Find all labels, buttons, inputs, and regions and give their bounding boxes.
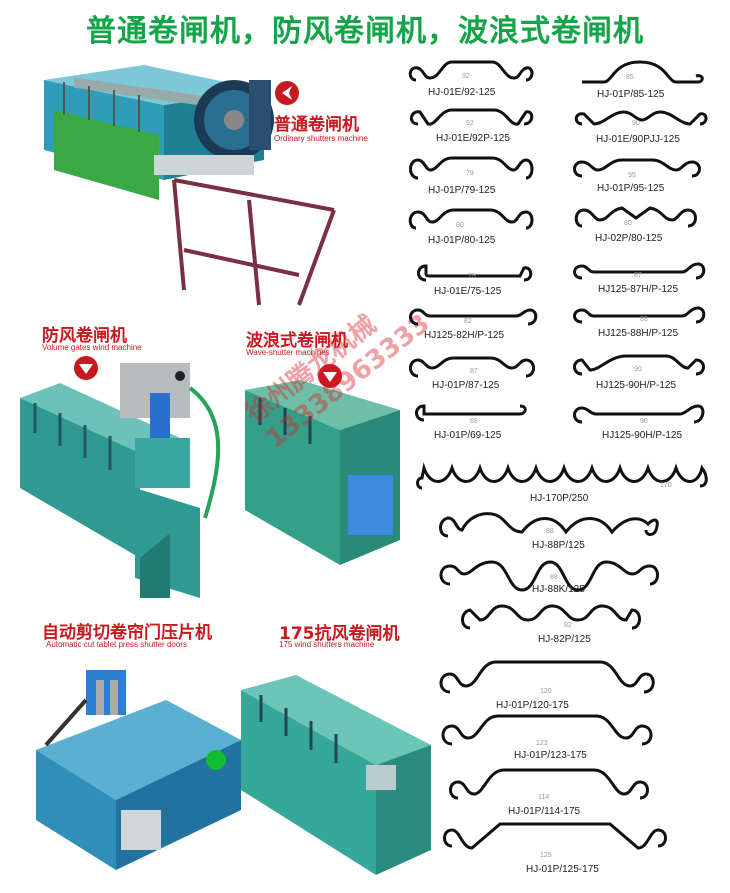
profile-dim: 170 <box>660 482 672 489</box>
automatic-cut-press-machine-photo <box>36 670 241 870</box>
profile-label: HJ-88K/125 <box>532 584 585 595</box>
profile-shape <box>410 108 534 126</box>
profile-dim: 90 <box>640 418 648 425</box>
profile-label: HJ-01P/80-125 <box>428 235 496 246</box>
profile-label: HJ-01P/123-175 <box>514 750 587 761</box>
profile-label: HJ125-90H/P-125 <box>596 380 677 391</box>
profile-label: HJ125-88H/P-125 <box>598 328 679 339</box>
profile-shape <box>416 462 708 490</box>
profile-dim: 80 <box>456 222 464 229</box>
profile-dim: 82 <box>564 622 572 629</box>
profile-shape <box>417 264 533 282</box>
profile-shape <box>461 604 641 630</box>
profile-label: HJ125-90H/P-125 <box>602 430 683 441</box>
red-arrow-down-icon <box>318 364 342 388</box>
machine-title-wind: 防风卷闸机 <box>42 326 127 346</box>
machine-title-ordinary: 普通卷闸机 <box>274 115 359 135</box>
profile-shape <box>582 60 704 84</box>
profile-label: HJ-01E/92P-125 <box>436 133 510 144</box>
profile-shape <box>574 110 708 126</box>
profile-shape <box>409 356 535 378</box>
profile-dim: 85 <box>626 74 634 81</box>
profile-dim: 120 <box>540 688 552 695</box>
profile-label: HJ125-87H/P-125 <box>598 284 679 295</box>
wind-shutter-machine-photo <box>20 363 221 598</box>
profile-label: HJ-01P/69-125 <box>434 430 502 441</box>
wind-175-machine-photo <box>241 675 431 875</box>
red-arrow-down-icon <box>74 356 98 380</box>
profile-dim: 114 <box>538 794 550 801</box>
profile-label: HJ-170P/250 <box>530 493 589 504</box>
profile-dim: 92 <box>462 73 470 80</box>
page-title: 普通卷闸机，防风卷闸机，波浪式卷闸机 <box>86 14 644 49</box>
profile-shape <box>443 822 667 850</box>
machine-subtitle-175: 175 wind shutters machine <box>279 640 375 649</box>
profile-dim: 95 <box>628 172 636 179</box>
profile-label: HJ-01E/75-125 <box>434 286 502 297</box>
profile-shape <box>408 60 534 82</box>
profile-dim: 92 <box>466 120 474 127</box>
profile-label: HJ-01P/79-125 <box>428 185 496 196</box>
profile-dim: 88 <box>546 528 554 535</box>
profile-dim: 79 <box>466 170 474 177</box>
profile-dim: 90 <box>634 366 642 373</box>
machine-subtitle-wave: Wave-shutter machines <box>246 348 330 357</box>
profile-dim: 80 <box>624 220 632 227</box>
profile-label: HJ-01P/114-175 <box>508 806 581 817</box>
profile-dim: 75 <box>468 273 476 280</box>
ordinary-shutter-machine-photo <box>44 65 336 306</box>
profile-shape <box>439 560 659 592</box>
profile-shape <box>439 660 655 694</box>
profile-label: HJ-01P/95-125 <box>597 183 665 194</box>
profile-label: HJ-88P/125 <box>532 540 585 551</box>
machine-title-wave: 波浪式卷闸机 <box>246 331 348 351</box>
profile-shape <box>409 156 534 180</box>
profile-dim: 90 <box>632 120 640 127</box>
profile-label: HJ-01P/120-175 <box>496 700 569 711</box>
wave-shutter-machine-photo <box>245 380 400 565</box>
profile-shape <box>441 714 653 746</box>
profile-shape <box>449 768 649 800</box>
profile-shape <box>573 262 706 280</box>
profile-dim: 88 <box>550 574 558 581</box>
profile-label: HJ-01E/90PJJ-125 <box>596 134 680 145</box>
machine-subtitle-auto-cut: Automatic cut tablet press shutter doors <box>46 640 187 649</box>
profile-dim: 87 <box>634 272 642 279</box>
profile-label: HJ-82P/125 <box>538 634 591 645</box>
profile-shape <box>573 158 701 178</box>
machine-subtitle-ordinary: Ordinary shutters machine <box>274 134 368 143</box>
machine-subtitle-wind: Volume gates wind machine <box>42 343 142 352</box>
profile-shape <box>409 308 538 326</box>
profile-label: HJ-01E/92-125 <box>428 87 496 98</box>
profile-shape <box>573 306 706 324</box>
machine-title-175: 175抗风卷闸机 <box>279 624 400 644</box>
profile-dim: 125 <box>540 852 552 859</box>
red-arrow-left-icon <box>275 81 299 105</box>
profile-shape <box>415 404 527 422</box>
profile-dim: 88 <box>640 316 648 323</box>
profile-dim: 69 <box>470 418 478 425</box>
profile-dim: 87 <box>470 368 478 375</box>
profile-label: HJ-01P/87-125 <box>432 380 500 391</box>
profile-shape <box>408 208 534 230</box>
profile-dim: 82 <box>464 318 472 325</box>
profile-label: HJ-01P/125-175 <box>526 864 599 875</box>
profile-shape <box>573 354 705 376</box>
profile-shape <box>573 404 705 424</box>
profile-label: HJ125-82H/P-125 <box>424 330 505 341</box>
profile-label: HJ-01P/85-125 <box>597 89 665 100</box>
profile-dim: 123 <box>536 740 548 747</box>
profile-shape <box>439 512 659 538</box>
profile-label: HJ-02P/80-125 <box>595 233 663 244</box>
profile-shape <box>574 206 697 228</box>
machine-title-auto-cut: 自动剪切卷帘门压片机 <box>42 623 212 643</box>
